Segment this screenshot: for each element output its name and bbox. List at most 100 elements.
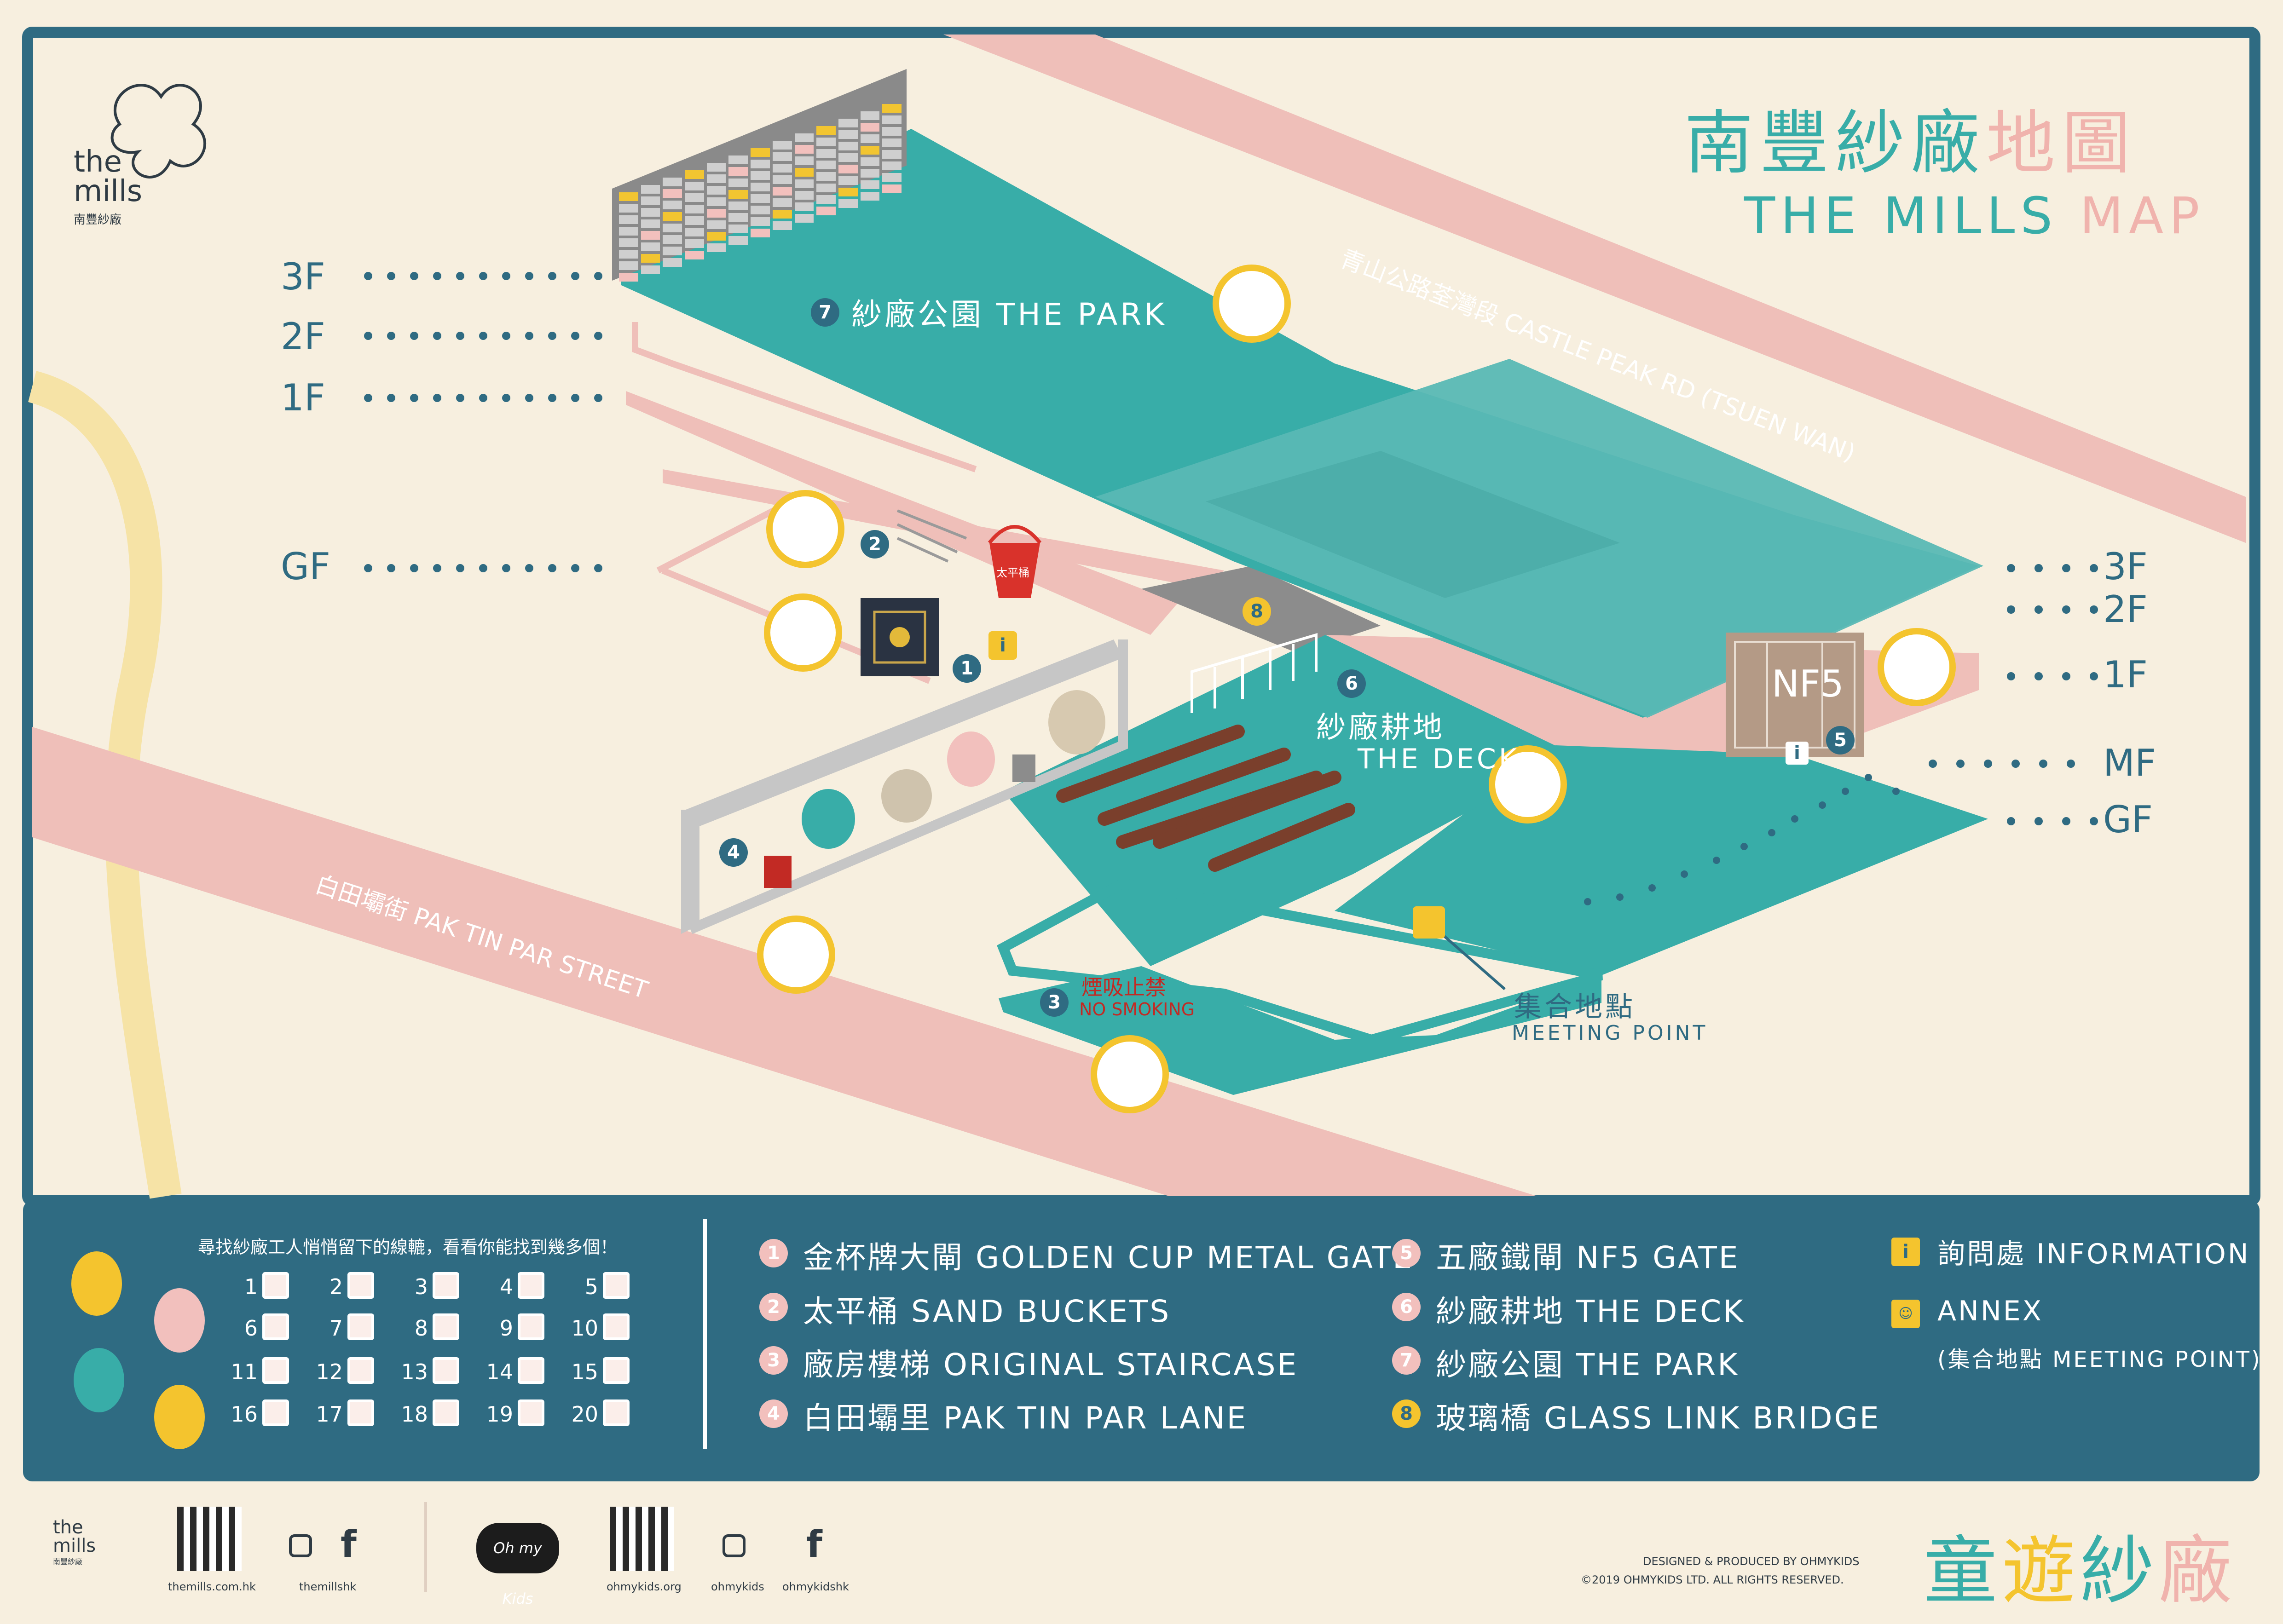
checkbox-19[interactable] — [518, 1399, 544, 1426]
facade-cell — [838, 119, 858, 127]
no-smoking-en: NO SMOKING — [1079, 999, 1195, 1019]
info-icon[interactable]: i — [988, 631, 1017, 660]
facade-cell — [794, 202, 814, 211]
footer-logo-sub: 南豐紗廠 — [53, 1557, 83, 1566]
checkbox-label-18: 18 — [401, 1402, 428, 1427]
facebook-icon[interactable]: f — [341, 1523, 357, 1566]
checkbox-1[interactable] — [262, 1272, 289, 1299]
legend-item-3: 廠房樓梯 ORIGINAL STAIRCASE — [803, 1347, 1299, 1382]
facade-cell — [706, 174, 726, 183]
facade-cell — [706, 232, 726, 241]
checkbox-5[interactable] — [603, 1272, 630, 1299]
checkbox-11[interactable] — [262, 1357, 289, 1384]
checkbox-18[interactable] — [433, 1399, 459, 1426]
staircase — [896, 509, 967, 563]
checkbox-14[interactable] — [518, 1357, 544, 1384]
facade-cell — [882, 115, 902, 124]
facade-cell — [772, 141, 792, 150]
checkbox-6[interactable] — [262, 1313, 289, 1340]
facade-cell — [706, 243, 726, 252]
checkbox-20[interactable] — [603, 1399, 630, 1426]
instagram-icon[interactable] — [289, 1534, 312, 1557]
castle-peak-road — [943, 35, 2246, 543]
facade-cell — [816, 138, 836, 146]
facade-cell — [838, 165, 858, 173]
legend-annex-icon: ☺ — [1891, 1300, 1920, 1328]
facade-cell — [816, 126, 836, 135]
marker-3[interactable]: 3 — [1040, 988, 1069, 1017]
facade-cell — [838, 176, 858, 185]
checkbox-9[interactable] — [518, 1313, 544, 1340]
footer-social2[interactable]: ohmykids — [711, 1580, 764, 1593]
qr-code-ohmykids[interactable] — [610, 1507, 674, 1571]
facade-cell — [663, 178, 682, 186]
facade-cell — [772, 210, 792, 219]
marker-2[interactable]: 2 — [861, 530, 889, 559]
facade-cell — [882, 173, 902, 182]
facade-cell — [794, 191, 814, 200]
floor-2f-line — [632, 322, 977, 472]
facade-cell — [751, 217, 770, 226]
checkbox-12[interactable] — [347, 1357, 374, 1384]
facade-cell — [641, 219, 660, 228]
footer-social3[interactable]: ohmykidshk — [782, 1580, 849, 1593]
checkbox-13[interactable] — [433, 1357, 459, 1384]
footer-logo-line1: the — [53, 1517, 83, 1538]
facade-cell — [685, 170, 704, 179]
facade-cell — [706, 220, 726, 229]
facade-cell — [882, 138, 902, 147]
marker-5[interactable]: 5 — [1826, 726, 1855, 754]
checkbox-16[interactable] — [262, 1399, 289, 1426]
checkbox-label-16: 16 — [231, 1402, 258, 1427]
footer-social1[interactable]: themillshk — [299, 1580, 357, 1593]
facade-cell — [794, 214, 814, 223]
checkbox-10[interactable] — [603, 1313, 630, 1340]
qr-code-themills[interactable] — [177, 1507, 242, 1571]
legend-item-7: 紗廠公園 THE PARK — [1436, 1347, 1740, 1382]
legend-info-icon: i — [1891, 1238, 1920, 1266]
footer-site2[interactable]: ohmykids.org — [607, 1580, 682, 1593]
facade-cell — [641, 242, 660, 251]
legend-annex: ANNEX — [1937, 1295, 2043, 1327]
floor-left-1f: 1F — [281, 376, 325, 419]
marker-7[interactable]: 7 — [811, 298, 839, 327]
checkbox-8[interactable] — [433, 1313, 459, 1340]
facade-cell — [772, 198, 792, 207]
legend-panel — [23, 1201, 2260, 1481]
facade-cell — [619, 227, 638, 236]
lane-spot-tan — [1048, 690, 1105, 754]
checkbox-2[interactable] — [347, 1272, 374, 1299]
logo-line2: mills — [74, 174, 143, 208]
facade-cell — [816, 195, 836, 204]
legend-item-6: 紗廠耕地 THE DECK — [1436, 1294, 1745, 1329]
marker-6[interactable]: 6 — [1337, 669, 1366, 698]
marker-8[interactable]: 8 — [1243, 597, 1271, 626]
facade-cell — [794, 133, 814, 142]
brand-char-3: 紗 — [2080, 1528, 2159, 1614]
facade-cell — [751, 194, 770, 203]
facade-cell — [728, 155, 748, 164]
facade-cell — [685, 251, 704, 259]
facade-cell — [706, 163, 726, 172]
facade-cell — [751, 206, 770, 214]
checkbox-17[interactable] — [347, 1399, 374, 1426]
checkbox-15[interactable] — [603, 1357, 630, 1384]
facade-cell — [860, 146, 880, 155]
park-glass-inner — [1206, 451, 1620, 598]
instagram-icon-ohmykids[interactable] — [722, 1534, 746, 1557]
marker-1[interactable]: 1 — [953, 654, 981, 683]
checkbox-4[interactable] — [518, 1272, 544, 1299]
info-icon-nf5[interactable]: i — [1786, 742, 1809, 765]
marker-4[interactable]: 4 — [719, 838, 748, 867]
facade-cell — [663, 224, 682, 232]
checkbox-label-2: 2 — [329, 1274, 343, 1299]
facade-cell — [751, 229, 770, 237]
footer-site1[interactable]: themills.com.hk — [168, 1580, 256, 1593]
facade-cell — [619, 238, 638, 247]
checkbox-3[interactable] — [433, 1272, 459, 1299]
checkbox-label-8: 8 — [414, 1316, 428, 1341]
brand-char-1: 童 — [1924, 1528, 2002, 1614]
checkbox-7[interactable] — [347, 1313, 374, 1340]
facebook-icon-ohmykids[interactable]: f — [806, 1523, 822, 1566]
